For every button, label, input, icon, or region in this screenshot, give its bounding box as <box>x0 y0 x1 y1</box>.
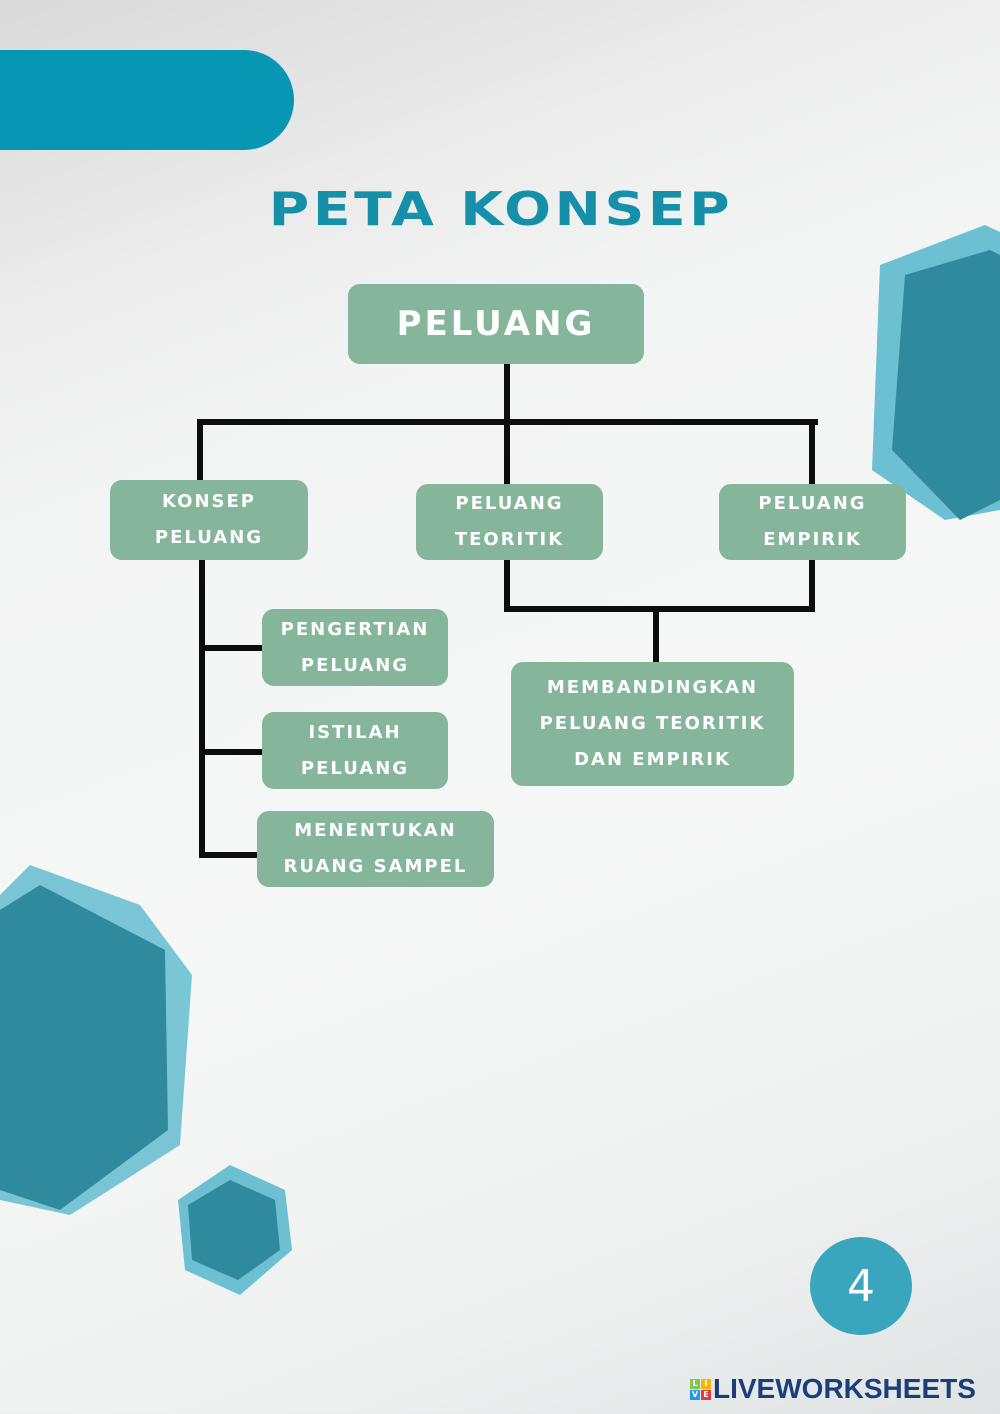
node-peluang-empirik: PELUANG EMPIRIK <box>719 484 906 560</box>
liveworksheets-text: LIVEWORKSHEETS <box>713 1373 976 1404</box>
connector-line <box>504 364 510 424</box>
node-membandingkan: MEMBANDINGKAN PELUANG TEORITIK DAN EMPIR… <box>511 662 794 786</box>
node-istilah-peluang: ISTILAH PELUANG <box>262 712 448 789</box>
connector-line <box>199 645 263 651</box>
node-peluang-teoritik: PELUANG TEORITIK <box>416 484 603 560</box>
logo-letter: L <box>690 1378 700 1389</box>
hexagon-right-dark <box>892 250 1000 520</box>
node-pengertian-peluang: PENGERTIAN PELUANG <box>262 609 448 686</box>
logo-letter: V <box>690 1389 700 1400</box>
hexagon-bl-dark <box>0 885 168 1210</box>
logo-letter: E <box>701 1389 711 1400</box>
header-banner <box>0 50 294 150</box>
logo-letter: I <box>701 1378 711 1389</box>
connector-line <box>199 560 205 858</box>
connector-line <box>199 852 259 858</box>
node-konsep-peluang: KONSEP PELUANG <box>110 480 308 560</box>
page-number: 4 <box>810 1237 912 1335</box>
hexagon-small-dark <box>188 1180 280 1280</box>
connector-line <box>504 560 510 612</box>
connector-line <box>504 419 510 485</box>
node-peluang: PELUANG <box>348 284 644 364</box>
connector-line <box>809 560 815 612</box>
connector-line <box>809 419 815 485</box>
page-title: PETA KONSEP <box>268 182 734 236</box>
connector-line <box>197 419 203 481</box>
liveworksheets-icon: L I V E <box>690 1378 711 1400</box>
connector-line <box>504 606 815 612</box>
connector-line <box>199 749 263 755</box>
liveworksheets-logo: L I V E LIVEWORKSHEETS <box>690 1373 976 1405</box>
connector-line <box>653 606 659 663</box>
node-menentukan-ruang-sampel: MENENTUKAN RUANG SAMPEL <box>257 811 494 887</box>
